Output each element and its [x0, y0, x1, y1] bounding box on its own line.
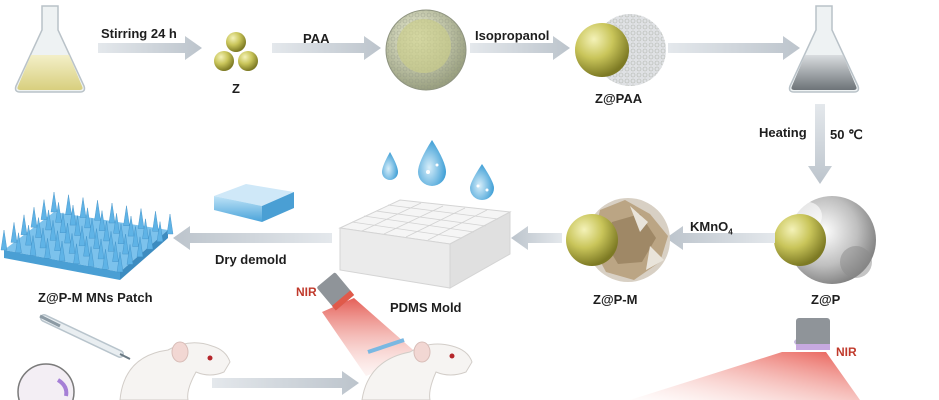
microneedle	[15, 232, 22, 253]
microneedle	[94, 200, 101, 221]
z-spheres	[214, 32, 258, 71]
microneedle	[73, 243, 80, 264]
z-p-m-particle	[566, 198, 670, 282]
microneedle	[123, 205, 130, 226]
microneedle	[116, 251, 124, 273]
microneedle	[78, 225, 86, 247]
microneedle	[107, 231, 115, 252]
arrow-to-flask	[668, 36, 800, 60]
label-temperature: 50 ℃	[830, 127, 863, 142]
microneedle	[25, 225, 32, 246]
arrow-kmno4	[666, 226, 775, 250]
microneedle	[30, 207, 38, 228]
label-nir-left: NIR	[296, 285, 317, 299]
microneedle	[69, 205, 77, 226]
arrow-to-mold	[511, 226, 562, 250]
arrow-bottom	[212, 371, 359, 395]
microneedle	[152, 211, 159, 232]
microneedle	[58, 240, 66, 262]
microneedle	[142, 218, 149, 240]
label-z-p-m: Z@P-M	[593, 292, 638, 307]
arrow-stirring	[98, 36, 202, 60]
pdms-mold	[338, 199, 512, 289]
paa-coated-sphere	[385, 9, 467, 91]
microneedle	[39, 227, 47, 249]
microneedle	[98, 210, 106, 231]
microneedle	[44, 238, 51, 259]
mouse-left	[119, 341, 231, 400]
flask-grey	[788, 5, 860, 93]
microneedle	[93, 228, 100, 249]
arrow-heating	[808, 104, 832, 184]
microneedle	[50, 191, 58, 213]
microneedle	[136, 236, 144, 257]
label-z-p: Z@P	[811, 292, 841, 307]
nir-lamp-right	[630, 318, 860, 400]
microneedle	[10, 222, 18, 243]
label-kmno4-main: KMnO	[690, 219, 729, 234]
microneedle	[166, 213, 174, 235]
magnified-view	[17, 363, 75, 400]
microneedle	[59, 212, 67, 233]
microneedle	[64, 223, 71, 244]
microneedle	[127, 216, 135, 237]
label-patch: Z@P-M MNs Patch	[38, 290, 153, 305]
microneedle	[55, 202, 62, 223]
microneedle	[132, 226, 139, 247]
microneedle	[146, 229, 154, 250]
microneedle	[40, 199, 48, 220]
microneedle	[54, 230, 61, 251]
label-dry-demold: Dry demold	[215, 252, 287, 267]
microneedle	[83, 236, 90, 257]
blue-patch-cube	[214, 184, 294, 222]
microneedle	[102, 249, 109, 270]
microneedle	[45, 209, 52, 231]
microneedle	[103, 220, 110, 242]
microneedle	[35, 217, 42, 238]
microneedle	[112, 241, 119, 262]
label-kmno4-sub: 4	[728, 227, 733, 237]
microneedle	[113, 213, 120, 234]
microneedle	[117, 223, 125, 244]
microneedle	[137, 208, 145, 229]
microneedle	[126, 244, 134, 265]
microneedle	[97, 238, 105, 260]
microneedle	[79, 197, 87, 218]
microneedle	[122, 234, 129, 255]
microneedle	[20, 214, 28, 236]
microneedle	[0, 229, 8, 251]
microneedle	[29, 235, 37, 256]
label-isopropanol: Isopropanol	[475, 28, 550, 43]
microneedle	[84, 207, 91, 229]
z-paa-particle	[575, 14, 666, 86]
z-p-particle	[774, 196, 876, 284]
microneedle	[156, 221, 164, 242]
label-heating: Heating	[759, 125, 807, 140]
microneedle	[49, 220, 57, 241]
label-z: Z	[232, 81, 240, 96]
microneedle	[108, 202, 116, 224]
label-nir-right: NIR	[836, 345, 857, 359]
microneedle	[74, 215, 81, 236]
label-pdms-mold: PDMS Mold	[390, 300, 462, 315]
microneedle	[65, 194, 72, 215]
microneedle	[88, 218, 96, 239]
microneedle	[87, 246, 95, 267]
arrow-paa	[272, 36, 381, 60]
flask-yellow	[14, 5, 86, 93]
label-kmno4: KMnO4	[690, 219, 733, 237]
arrow-isopropanol	[470, 36, 570, 60]
label-z-paa: Z@PAA	[595, 91, 643, 106]
syringe	[39, 314, 131, 360]
droplets	[382, 140, 494, 200]
microneedle	[68, 233, 76, 254]
mouse-right	[361, 338, 473, 400]
label-stirring: Stirring 24 h	[101, 26, 177, 41]
label-paa: PAA	[303, 31, 330, 46]
microneedle-patch	[0, 191, 174, 280]
arrow-dry-demold	[173, 226, 332, 250]
